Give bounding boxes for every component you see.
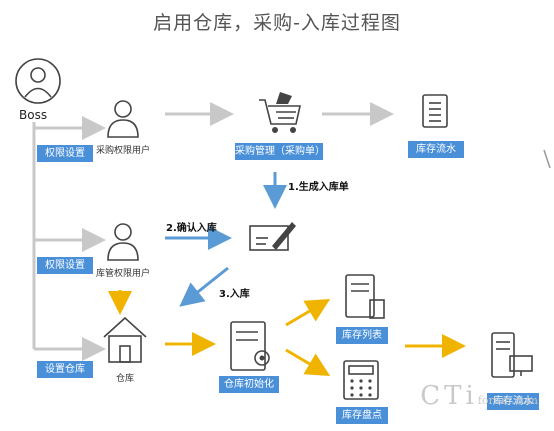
boss-branch-lines — [32, 116, 106, 361]
calculator-icon — [343, 360, 379, 400]
step-2-label: 2.确认入库 — [166, 223, 217, 234]
warehouse-setup-badge: 设置仓库 — [37, 361, 93, 378]
purchase-user-icon — [107, 100, 139, 138]
watermark: CTiforum.com — [420, 381, 538, 411]
edge-fragment-icon — [543, 149, 551, 169]
boss-avatar-icon — [15, 58, 61, 104]
watermark-main: CTi — [420, 381, 478, 411]
server-monitor-icon — [491, 332, 533, 378]
inventory-flow-list-icon — [422, 94, 448, 128]
warehouse-user-label: 库管权限用户 — [95, 269, 150, 279]
warehouse-init-badge: 仓库初始化 — [219, 376, 279, 393]
signature-check-icon — [249, 222, 296, 251]
server-gear-icon — [230, 321, 270, 371]
inventory-flow-badge-bottom: 库存流水 — [487, 393, 539, 410]
blue-arrows — [165, 172, 287, 307]
warehouse-house-icon — [103, 316, 147, 363]
page-title: 启用仓库，采购-入库过程图 — [153, 12, 401, 34]
inventory-list-badge: 库存列表 — [336, 327, 388, 344]
perm-setting-badge-1: 权限设置 — [37, 145, 93, 162]
warehouse-user-icon — [107, 223, 139, 261]
inventory-flow-badge-top: 库存流水 — [408, 141, 464, 158]
step-1-label: 1.生成入库单 — [288, 182, 349, 193]
purchase-user-label: 采购权限用户 — [95, 146, 150, 156]
watermark-sub: forum.com — [477, 394, 538, 407]
step-3-label: 3.入库 — [219, 289, 250, 300]
yellow-arrows — [108, 290, 466, 377]
warehouse-label: 仓库 — [115, 374, 134, 384]
inventory-check-badge: 库存盘点 — [336, 407, 388, 424]
shopping-cart-icon — [259, 92, 301, 133]
boss-label: Boss — [19, 108, 48, 122]
server-document-icon — [345, 274, 385, 319]
purchase-management-badge: 采购管理（采购单） — [235, 143, 325, 160]
perm-setting-badge-2: 权限设置 — [37, 257, 93, 274]
